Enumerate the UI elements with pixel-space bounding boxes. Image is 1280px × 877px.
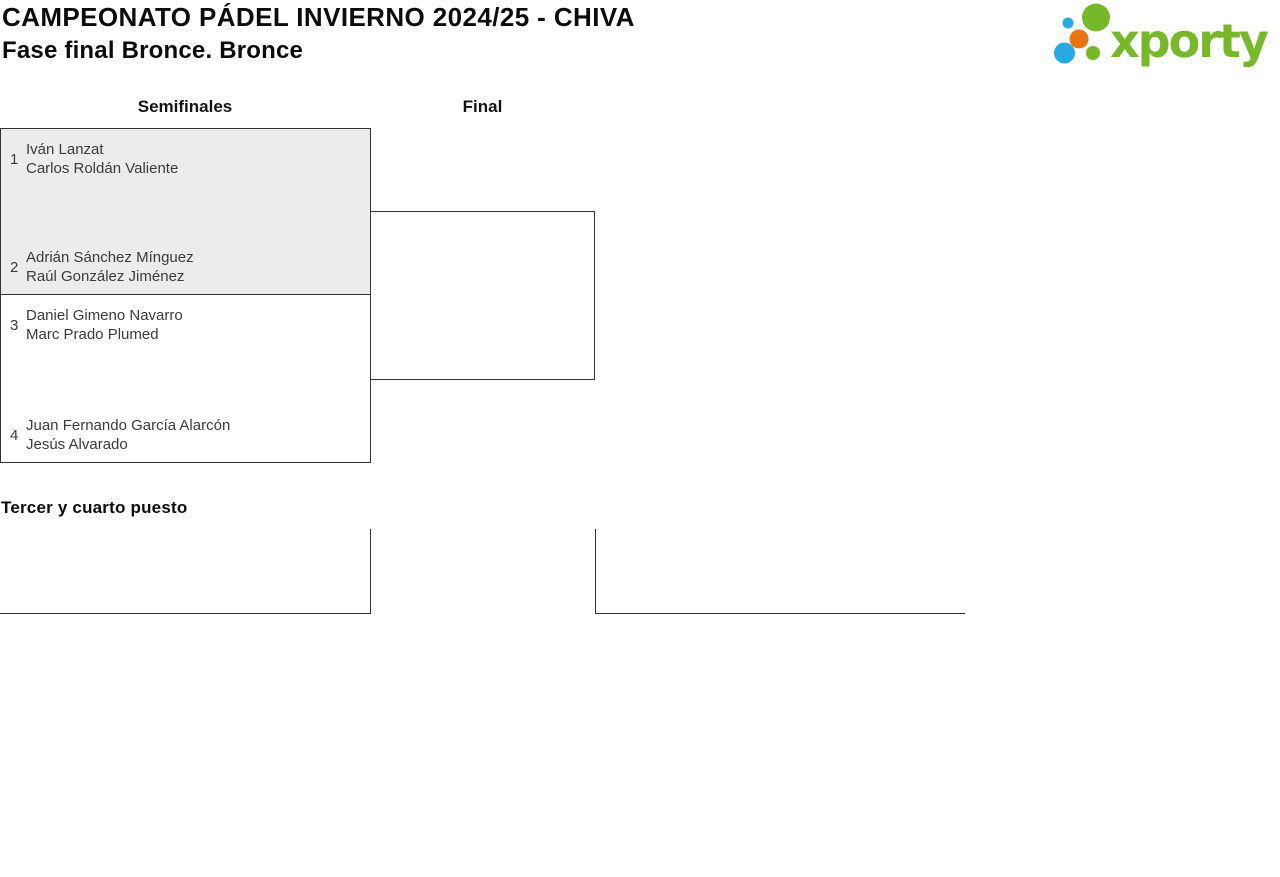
player-name: Jesús Alvarado	[26, 436, 128, 453]
team-players: Daniel Gimeno Navarro Marc Prado Plumed	[26, 306, 183, 344]
page-subtitle: Fase final Bronce. Bronce	[2, 37, 304, 64]
xporty-logo[interactable]: xporty	[1048, 0, 1280, 70]
team-slot-seed-3: 3 Daniel Gimeno Navarro Marc Prado Plume…	[1, 306, 370, 344]
player-name: Iván Lanzat	[26, 141, 104, 158]
logo-dot-big-blue	[1054, 42, 1075, 64]
team-players: Iván Lanzat Carlos Roldán Valiente	[26, 140, 178, 178]
match-box-final	[370, 211, 595, 380]
team-slot-seed-4: 4 Juan Fernando García Alarcón Jesús Alv…	[1, 416, 370, 454]
third-place-winner-box	[595, 529, 965, 614]
player-name: Raúl González Jiménez	[26, 268, 185, 285]
third-place-heading: Tercer y cuarto puesto	[1, 498, 188, 517]
column-header-final: Final	[462, 97, 503, 116]
xporty-logo-graphic: xporty	[1054, 3, 1271, 68]
team-players: Juan Fernando García Alarcón Jesús Alvar…	[26, 416, 230, 454]
logo-dot-orange	[1069, 29, 1089, 49]
player-name: Juan Fernando García Alarcón	[26, 417, 231, 434]
player-name: Daniel Gimeno Navarro	[26, 307, 183, 324]
page-title: CAMPEONATO PÁDEL INVIERNO 2024/25 - CHIV…	[2, 2, 635, 32]
team-players: Adrián Sánchez Mínguez Raúl González Jim…	[26, 248, 194, 286]
team-slot-seed-1: 1 Iván Lanzat Carlos Roldán Valiente	[1, 140, 370, 178]
player-name: Marc Prado Plumed	[26, 326, 159, 343]
column-header-semifinales: Semifinales	[137, 97, 233, 116]
logo-dot-small-blue	[1062, 17, 1074, 29]
logo-dot-big-green	[1082, 3, 1110, 32]
seed-number: 1	[10, 150, 19, 168]
seed-number: 4	[10, 426, 19, 444]
logo-wordmark: xporty	[1110, 14, 1269, 68]
player-name: Carlos Roldán Valiente	[26, 160, 179, 177]
player-name: Adrián Sánchez Mínguez	[26, 249, 194, 266]
logo-dot-small-green	[1086, 46, 1100, 60]
seed-number: 2	[10, 258, 19, 276]
seed-number: 3	[10, 316, 19, 334]
match-box-semifinal-2: 3 Daniel Gimeno Navarro Marc Prado Plume…	[0, 294, 371, 463]
match-box-semifinal-1: 1 Iván Lanzat Carlos Roldán Valiente 2 A…	[0, 128, 371, 295]
team-slot-seed-2: 2 Adrián Sánchez Mínguez Raúl González J…	[1, 248, 370, 286]
match-box-third-place	[0, 529, 371, 614]
